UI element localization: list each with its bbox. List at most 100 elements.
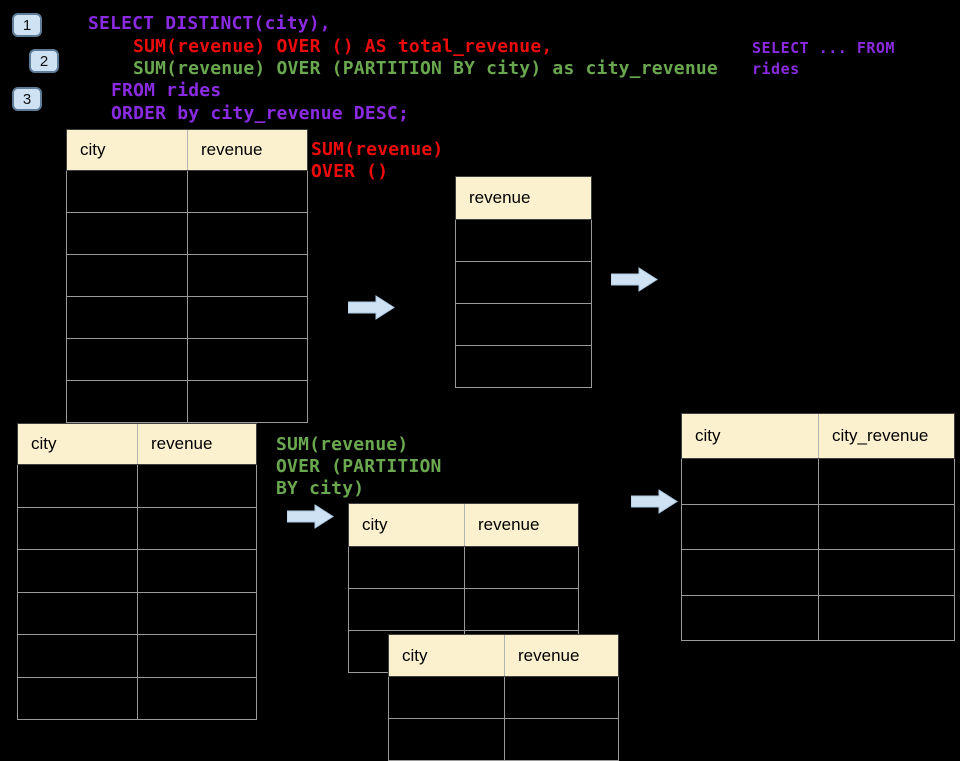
step-badge-3: 3 bbox=[12, 87, 42, 111]
table-cell bbox=[67, 297, 187, 338]
table-cell bbox=[67, 255, 187, 296]
table-cell bbox=[187, 297, 307, 338]
table-row bbox=[67, 380, 307, 422]
table-cell bbox=[682, 550, 818, 595]
step-badge-2: 2 bbox=[29, 49, 59, 73]
table-body bbox=[17, 465, 257, 720]
table-row bbox=[682, 594, 954, 640]
table-cell bbox=[456, 262, 591, 303]
right-arrow-icon bbox=[630, 489, 678, 519]
table-row bbox=[682, 549, 954, 595]
table-row bbox=[682, 459, 954, 504]
table-source-top: city revenue bbox=[66, 129, 308, 423]
annotation-partition-line1: SUM(revenue) bbox=[276, 434, 409, 455]
table-cell bbox=[187, 213, 307, 254]
table-cell bbox=[504, 719, 618, 760]
table-cell bbox=[18, 508, 137, 550]
table-cell bbox=[818, 459, 954, 504]
table-body bbox=[388, 677, 619, 761]
note-select-from: SELECT ... FROM bbox=[752, 39, 895, 57]
table-row bbox=[456, 303, 591, 345]
table-row bbox=[18, 506, 256, 550]
table-header-row: revenue bbox=[455, 176, 592, 220]
column-header-revenue: revenue bbox=[504, 635, 618, 676]
table-row bbox=[18, 591, 256, 635]
table-row bbox=[349, 547, 578, 588]
table-cell bbox=[456, 220, 591, 261]
table-row bbox=[389, 677, 618, 718]
annotation-partition-line2: OVER (PARTITION bbox=[276, 456, 442, 477]
table-row bbox=[456, 261, 591, 303]
table-row bbox=[389, 718, 618, 760]
right-arrow-icon bbox=[610, 267, 658, 297]
table-row bbox=[18, 634, 256, 677]
table-cell bbox=[389, 719, 504, 760]
column-header-city-revenue: city_revenue bbox=[818, 414, 954, 458]
column-header-city: city bbox=[682, 414, 818, 458]
table-cell bbox=[137, 507, 256, 549]
table-cell bbox=[67, 381, 187, 422]
table-row bbox=[682, 503, 954, 550]
table-cell bbox=[18, 678, 137, 720]
table-cell bbox=[349, 589, 464, 630]
table-cell bbox=[456, 304, 591, 345]
table-row bbox=[67, 212, 307, 254]
table-row bbox=[67, 254, 307, 296]
annotation-partition-line3: BY city) bbox=[276, 478, 365, 499]
table-cell bbox=[67, 171, 187, 212]
column-header-city: city bbox=[389, 635, 504, 676]
table-row bbox=[18, 549, 256, 592]
table-cell bbox=[349, 547, 464, 588]
table-cell bbox=[818, 595, 954, 640]
table-cell bbox=[389, 677, 504, 718]
annotation-total-line1: SUM(revenue) bbox=[311, 139, 444, 160]
table-cell bbox=[137, 465, 256, 507]
table-row bbox=[67, 338, 307, 380]
table-cell bbox=[464, 589, 578, 630]
table-cell bbox=[682, 505, 818, 550]
table-cell bbox=[818, 550, 954, 595]
table-header-row: city revenue bbox=[17, 423, 257, 465]
table-cell bbox=[67, 339, 187, 380]
table-row bbox=[456, 345, 591, 387]
table-row bbox=[67, 171, 307, 212]
step-badge-1: 1 bbox=[12, 13, 42, 37]
table-row bbox=[456, 220, 591, 261]
column-header-city: city bbox=[349, 504, 464, 546]
table-cell bbox=[818, 504, 954, 549]
column-header-city: city bbox=[18, 424, 137, 464]
table-body bbox=[66, 171, 308, 423]
table-cell bbox=[464, 547, 578, 588]
table-row bbox=[18, 465, 256, 507]
table-cell bbox=[18, 593, 137, 635]
table-total-result: revenue bbox=[455, 176, 592, 388]
table-cell bbox=[137, 592, 256, 634]
table-cell bbox=[137, 550, 256, 592]
sql-line-order: ORDER by city_revenue DESC; bbox=[111, 103, 409, 124]
table-body bbox=[681, 459, 955, 641]
table-partition-back: city revenue bbox=[348, 503, 579, 673]
table-cell bbox=[137, 635, 256, 677]
sql-line-select: SELECT DISTINCT(city), bbox=[88, 13, 331, 34]
sql-line-total: SUM(revenue) OVER () AS total_revenue, bbox=[133, 36, 553, 57]
table-row bbox=[349, 588, 578, 630]
table-header-row: city revenue bbox=[348, 503, 579, 547]
table-cell bbox=[67, 213, 187, 254]
table-cell bbox=[187, 339, 307, 380]
right-arrow-icon bbox=[347, 295, 395, 325]
table-body bbox=[455, 220, 592, 388]
table-source-bottom: city revenue bbox=[17, 423, 257, 720]
right-arrow-icon bbox=[286, 504, 334, 534]
table-cell bbox=[187, 171, 307, 212]
table-cell bbox=[18, 635, 137, 677]
column-header-revenue: revenue bbox=[187, 130, 307, 170]
column-header-revenue: revenue bbox=[464, 504, 578, 546]
column-header-revenue: revenue bbox=[137, 424, 256, 464]
sql-line-from: FROM rides bbox=[111, 80, 222, 101]
table-city-revenue-result: city city_revenue bbox=[681, 413, 955, 641]
table-cell bbox=[187, 381, 307, 422]
table-cell bbox=[504, 677, 618, 718]
table-header-row: city city_revenue bbox=[681, 413, 955, 459]
column-header-revenue: revenue bbox=[456, 177, 591, 219]
sql-line-partition: SUM(revenue) OVER (PARTITION BY city) as… bbox=[133, 58, 718, 79]
